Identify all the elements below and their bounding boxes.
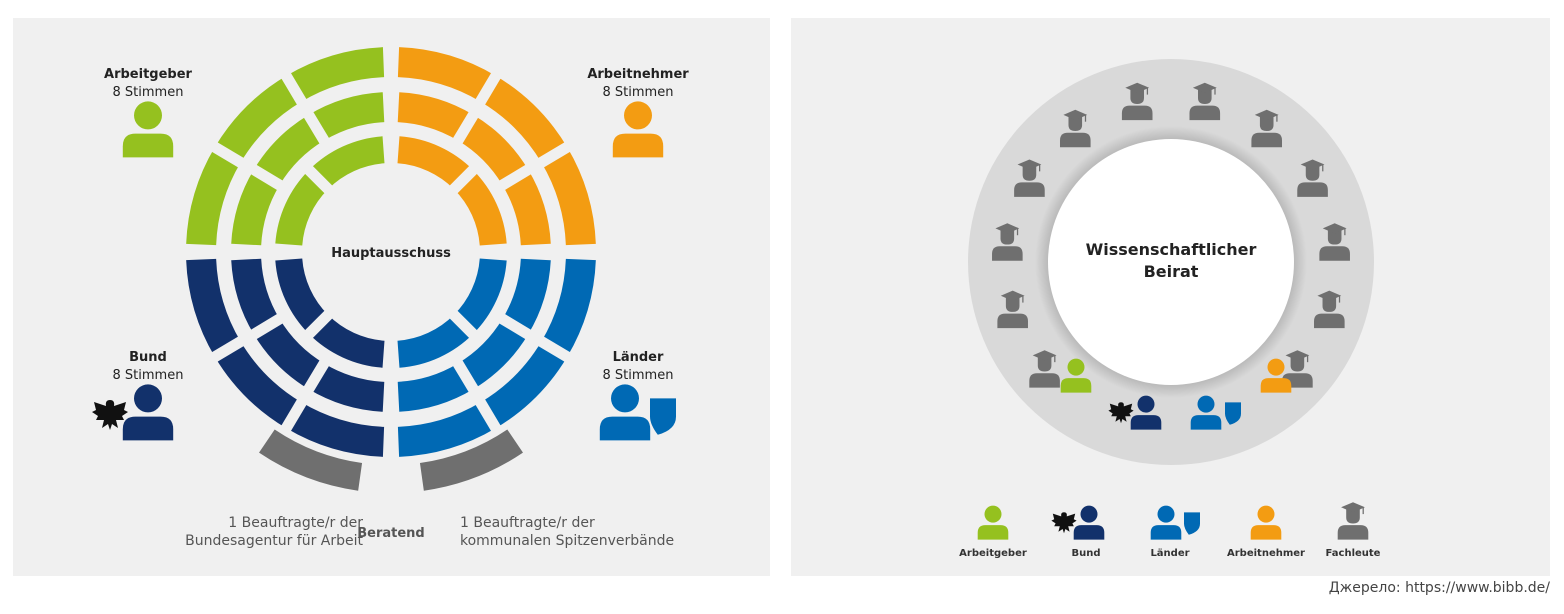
seat-bund bbox=[308, 363, 385, 412]
beirat-inner-circle bbox=[1048, 139, 1294, 385]
seat-arbeitnehmer bbox=[502, 169, 551, 246]
fachleute-icon bbox=[1014, 159, 1045, 197]
seat-gap bbox=[303, 309, 334, 340]
seat-laender bbox=[480, 341, 568, 429]
seat-gap bbox=[210, 141, 246, 169]
fachleute-icon bbox=[1121, 82, 1153, 121]
seat-gap bbox=[474, 71, 502, 107]
seat-arbeitnehmer bbox=[480, 75, 568, 163]
seat-arbeitgeber bbox=[308, 136, 385, 190]
seat-laender bbox=[502, 258, 551, 335]
seat-gap bbox=[452, 110, 480, 146]
center-title: Hauptausschuss bbox=[331, 246, 451, 261]
beratend-label: Beratend bbox=[357, 526, 425, 541]
seat-gap bbox=[303, 164, 334, 195]
arbeitnehmer-person-icon bbox=[612, 101, 664, 158]
seat-gap bbox=[448, 164, 479, 195]
seat-gap bbox=[536, 141, 572, 169]
seat-bund bbox=[253, 318, 325, 390]
hauptausschuss-diagram bbox=[92, 47, 676, 491]
legend-arbeitnehmer-icon bbox=[1250, 505, 1282, 540]
shield-icon bbox=[1225, 402, 1241, 425]
seat-arbeitnehmer bbox=[541, 147, 596, 246]
seat-bund bbox=[214, 341, 302, 429]
seat-laender bbox=[397, 363, 474, 412]
bund-person-icon bbox=[122, 384, 174, 441]
seat-gap bbox=[280, 71, 308, 107]
seat-arbeitgeber bbox=[214, 75, 302, 163]
seat-gap bbox=[536, 335, 572, 363]
laender-person-icon bbox=[599, 384, 651, 441]
federal-eagle-icon bbox=[1051, 512, 1077, 534]
seat-laender bbox=[457, 318, 529, 390]
seat-beratend-kommunal bbox=[419, 429, 523, 491]
seat-gap bbox=[302, 358, 330, 394]
seat-bund bbox=[186, 258, 241, 357]
seat-gap bbox=[497, 163, 533, 191]
seat-gap bbox=[249, 163, 285, 191]
seat-laender bbox=[453, 258, 507, 335]
seat-gap bbox=[474, 397, 502, 433]
fachleute-icon bbox=[1189, 82, 1221, 121]
seat-arbeitgeber bbox=[308, 92, 385, 141]
seat-arbeitgeber bbox=[275, 169, 329, 246]
seat-gap bbox=[448, 309, 479, 340]
bund-person-icon bbox=[1130, 395, 1162, 430]
legend-bund-icon bbox=[1073, 505, 1105, 540]
seat-bund bbox=[286, 402, 385, 457]
fachleute-icon bbox=[1059, 109, 1091, 148]
arbeitnehmer-person-icon bbox=[1260, 358, 1292, 393]
seat-arbeitgeber bbox=[231, 169, 280, 246]
seat-arbeitnehmer bbox=[397, 136, 474, 190]
seat-laender bbox=[397, 402, 496, 457]
legend-arbeitnehmer: Arbeitnehmer bbox=[1227, 548, 1305, 559]
seat-bund bbox=[308, 314, 385, 368]
seat-gap bbox=[302, 110, 330, 146]
seat-beratend-ba bbox=[259, 429, 363, 491]
seat-gap bbox=[280, 397, 308, 433]
seat-bund bbox=[275, 258, 329, 335]
seat-bund bbox=[231, 258, 280, 335]
fachleute-icon bbox=[1251, 109, 1283, 148]
seat-arbeitgeber bbox=[253, 114, 325, 186]
seat-laender bbox=[541, 258, 596, 357]
shield-icon bbox=[650, 398, 676, 435]
legend-arbeitgeber: Arbeitgeber bbox=[959, 548, 1027, 559]
legend-fachleute: Fachleute bbox=[1325, 548, 1381, 559]
legend-arbeitgeber-icon bbox=[977, 505, 1009, 540]
seat-arbeitgeber bbox=[286, 47, 385, 102]
arbeitgeber-person-icon bbox=[122, 101, 174, 158]
seat-gap bbox=[497, 313, 533, 341]
beirat-diagram bbox=[968, 59, 1374, 540]
arbeitgeber-person-icon bbox=[1060, 358, 1092, 393]
seat-laender bbox=[397, 314, 474, 368]
seat-gap bbox=[210, 335, 246, 363]
legend-laender-icon bbox=[1150, 505, 1182, 540]
seat-gap bbox=[249, 313, 285, 341]
fachleute-icon bbox=[1337, 502, 1369, 540]
seat-arbeitnehmer bbox=[457, 114, 529, 186]
laender-person-icon bbox=[1190, 395, 1222, 430]
seat-arbeitnehmer bbox=[397, 92, 474, 141]
seat-arbeitgeber bbox=[186, 147, 241, 246]
fachleute-icon bbox=[1297, 159, 1328, 197]
seat-arbeitnehmer bbox=[453, 169, 507, 246]
seat-arbeitnehmer bbox=[397, 47, 496, 102]
legend-laender: Länder bbox=[1150, 548, 1190, 559]
seat-gap bbox=[452, 358, 480, 394]
shield-icon bbox=[1184, 512, 1200, 535]
federal-eagle-icon bbox=[92, 400, 128, 430]
legend-bund: Bund bbox=[1071, 548, 1101, 559]
source-caption: Джерело: https://www.bibb.de/ bbox=[1328, 580, 1550, 596]
federal-eagle-icon bbox=[1108, 402, 1134, 424]
